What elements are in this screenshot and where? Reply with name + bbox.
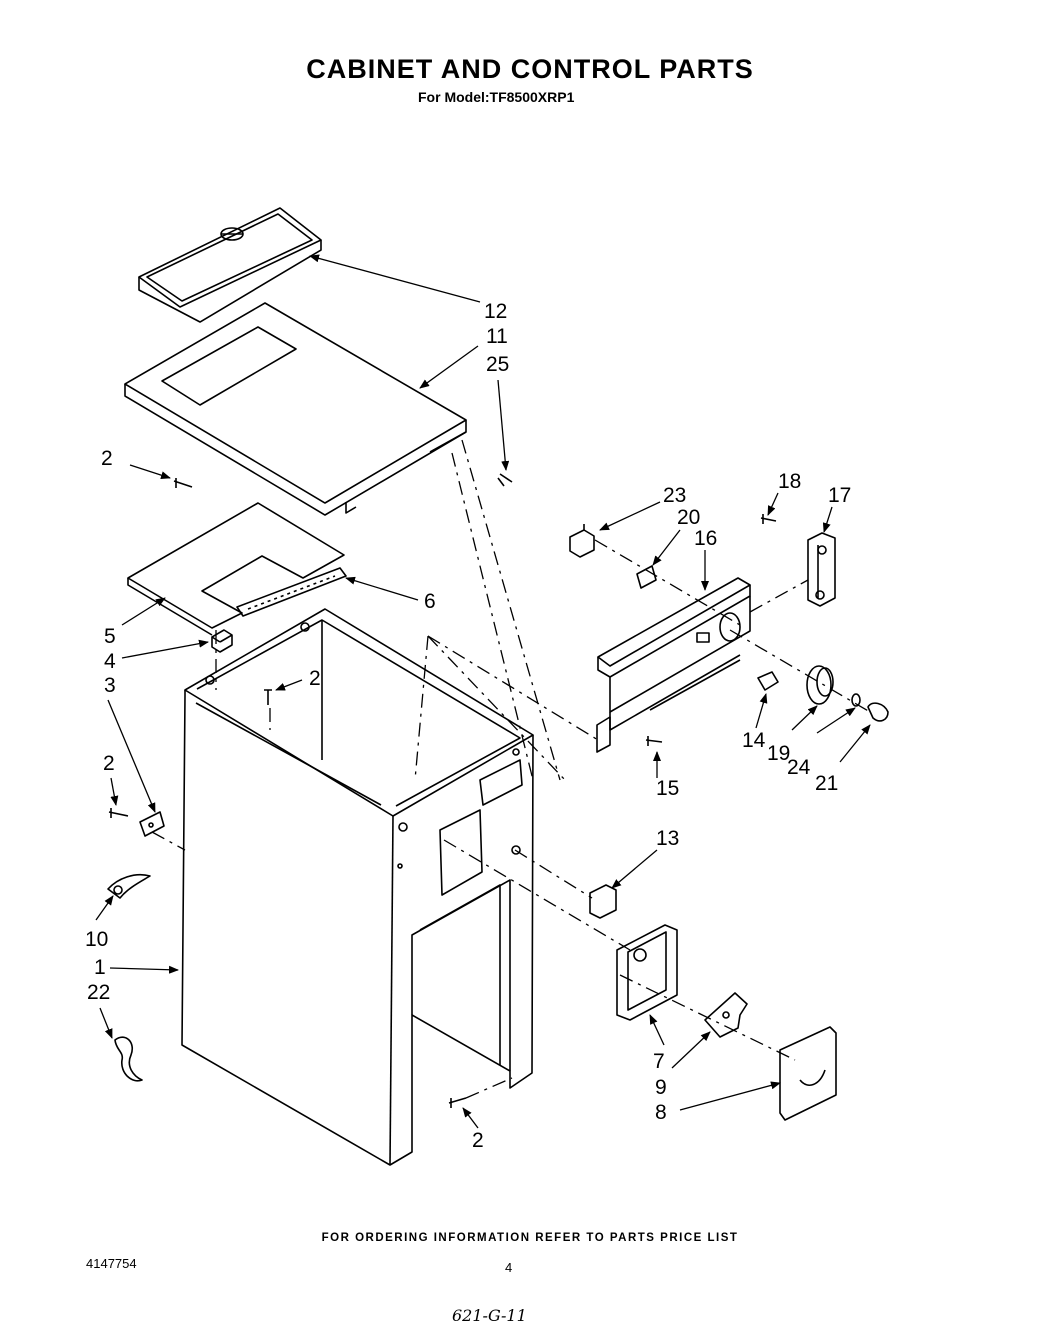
strip-part	[236, 567, 347, 617]
callout-25: 25	[486, 353, 509, 376]
side-bracket-part-17	[807, 532, 836, 607]
callout-12: 12	[484, 300, 507, 323]
clip-part-14	[757, 671, 779, 691]
callout-20: 20	[677, 506, 700, 529]
callout-16: 16	[694, 527, 717, 550]
clip-part-20	[636, 565, 657, 589]
callout-11: 11	[486, 325, 508, 348]
callout-2: 2	[472, 1129, 484, 1152]
switch-housing-part-7	[616, 924, 678, 1021]
washer-part-24	[851, 693, 861, 707]
screw-parts	[108, 473, 777, 1108]
callout-2: 2	[309, 667, 321, 690]
callout-2: 2	[103, 752, 115, 775]
wire-clip-part-10	[107, 873, 151, 899]
document-number: 4147754	[86, 1256, 137, 1271]
handwritten-note: 621-G-11	[452, 1306, 527, 1325]
cam-plate-part-9	[704, 992, 748, 1038]
callout-2: 2	[101, 447, 113, 470]
callout-22: 22	[87, 981, 110, 1004]
knob-part-19	[806, 665, 834, 705]
callout-1: 1	[94, 956, 106, 979]
callout-24: 24	[787, 756, 811, 779]
callout-21: 21	[815, 772, 838, 795]
callout-8: 8	[655, 1101, 667, 1124]
callout-7: 7	[653, 1050, 665, 1073]
ordering-footer-note: FOR ORDERING INFORMATION REFER TO PARTS …	[321, 1232, 739, 1244]
switch-part-13	[589, 884, 617, 919]
bracket-part-3	[139, 811, 165, 837]
callout-18: 18	[778, 470, 801, 493]
knob-cap-part-21	[867, 702, 889, 722]
callout-4: 4	[104, 650, 116, 673]
cover-part-8	[779, 1026, 837, 1121]
callout-9: 9	[655, 1076, 667, 1099]
callout-10: 10	[85, 928, 108, 951]
callout-17: 17	[828, 484, 851, 507]
cabinet-top-part	[124, 302, 467, 516]
clip-part-4	[211, 629, 233, 653]
wire-clip-part-22	[114, 1036, 143, 1082]
callout-3: 3	[104, 674, 116, 697]
callout-6: 6	[424, 590, 436, 613]
panel-part	[127, 502, 345, 636]
page-title: CABINET AND CONTROL PARTS	[306, 54, 754, 84]
switch-part-23	[569, 524, 595, 558]
cabinet-body-part	[181, 608, 534, 1166]
control-bracket-part-16	[596, 577, 751, 753]
callout-13: 13	[656, 827, 679, 850]
callout-23: 23	[663, 484, 686, 507]
model-subtitle: For Model:TF8500XRP1	[418, 89, 575, 105]
callout-19: 19	[767, 742, 790, 765]
callout-14: 14	[742, 729, 766, 752]
callout-15: 15	[656, 777, 679, 800]
page-number: 4	[505, 1260, 513, 1275]
top-lid-part	[138, 207, 322, 323]
callout-5: 5	[104, 625, 116, 648]
